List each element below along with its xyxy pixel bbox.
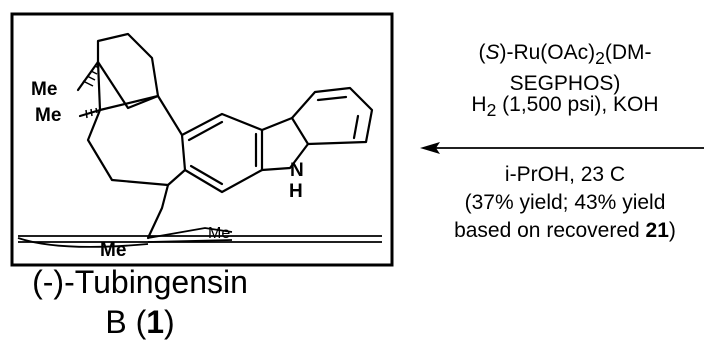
hashed-wedge-bonds: [82, 65, 100, 119]
compound-name-text: (-)-Tubingensin B (: [32, 264, 248, 340]
hydrogen-condition: H2 (1,500 psi), KOH: [420, 92, 710, 123]
methyl-label-1: Me: [31, 79, 57, 100]
catalyst-line-1: (S)-Ru(OAc)2(DM-: [420, 40, 710, 71]
catalyst-metal: )-Ru(OAc): [499, 41, 596, 64]
hydrogen-label: H: [289, 181, 303, 202]
recovered-compound-number: 21: [645, 219, 669, 242]
paren-close: ): [668, 219, 676, 242]
side-chain-bond: [146, 183, 170, 240]
yield-line-2: based on recovered 21): [420, 218, 710, 244]
yield-recovered-text: based on recovered: [454, 219, 646, 242]
catalyst-ligand-start: (DM-: [604, 41, 652, 64]
compound-name: (-)-Tubingensin B (1): [20, 262, 260, 342]
molecule-bonds: [76, 32, 374, 240]
pressure-base: (1,500 psi), KOH: [496, 93, 659, 116]
nitrogen-label: N: [290, 160, 304, 181]
hydrogen-subscript: 2: [486, 100, 497, 121]
catalyst-line-2: SEGPHOS): [509, 72, 621, 96]
catalyst-condition: (S)-Ru(OAc)2(DM- SEGPHOS): [420, 40, 710, 97]
distorted-fragment: [17, 227, 382, 248]
methyl-label-2: Me: [35, 105, 61, 126]
aromatic-double-bond-1: [187, 120, 224, 142]
methyl-label-3: Me: [100, 240, 126, 261]
aromatic-double-bond-5: [352, 114, 360, 140]
central-benzene-ring: [180, 112, 264, 194]
methyl-fragment-label: Me: [208, 225, 230, 242]
compound-name-close: ): [164, 304, 175, 340]
structure-frame: [10, 12, 394, 267]
aromatic-double-bond-4: [316, 95, 348, 102]
cyclohexane-ring: [96, 32, 160, 110]
aromatic-double-bond-3: [189, 164, 224, 186]
right-benzene-ring: [290, 86, 374, 146]
reaction-scheme-svg: Me Me Me Me N H: [10, 12, 704, 267]
solvent-condition: i-PrOH, 23 C: [504, 163, 626, 186]
hydrogen-symbol: H: [471, 93, 487, 116]
reaction-arrow: [420, 142, 704, 154]
catalyst-subscript: 2: [595, 48, 605, 69]
ring-fusion-bonds: [96, 60, 160, 112]
yield-line-1: (37% yield; 43% yield: [464, 191, 666, 214]
paren-open: (: [478, 41, 486, 64]
stereo-descriptor: S: [485, 41, 500, 64]
compound-number: 1: [146, 304, 165, 340]
